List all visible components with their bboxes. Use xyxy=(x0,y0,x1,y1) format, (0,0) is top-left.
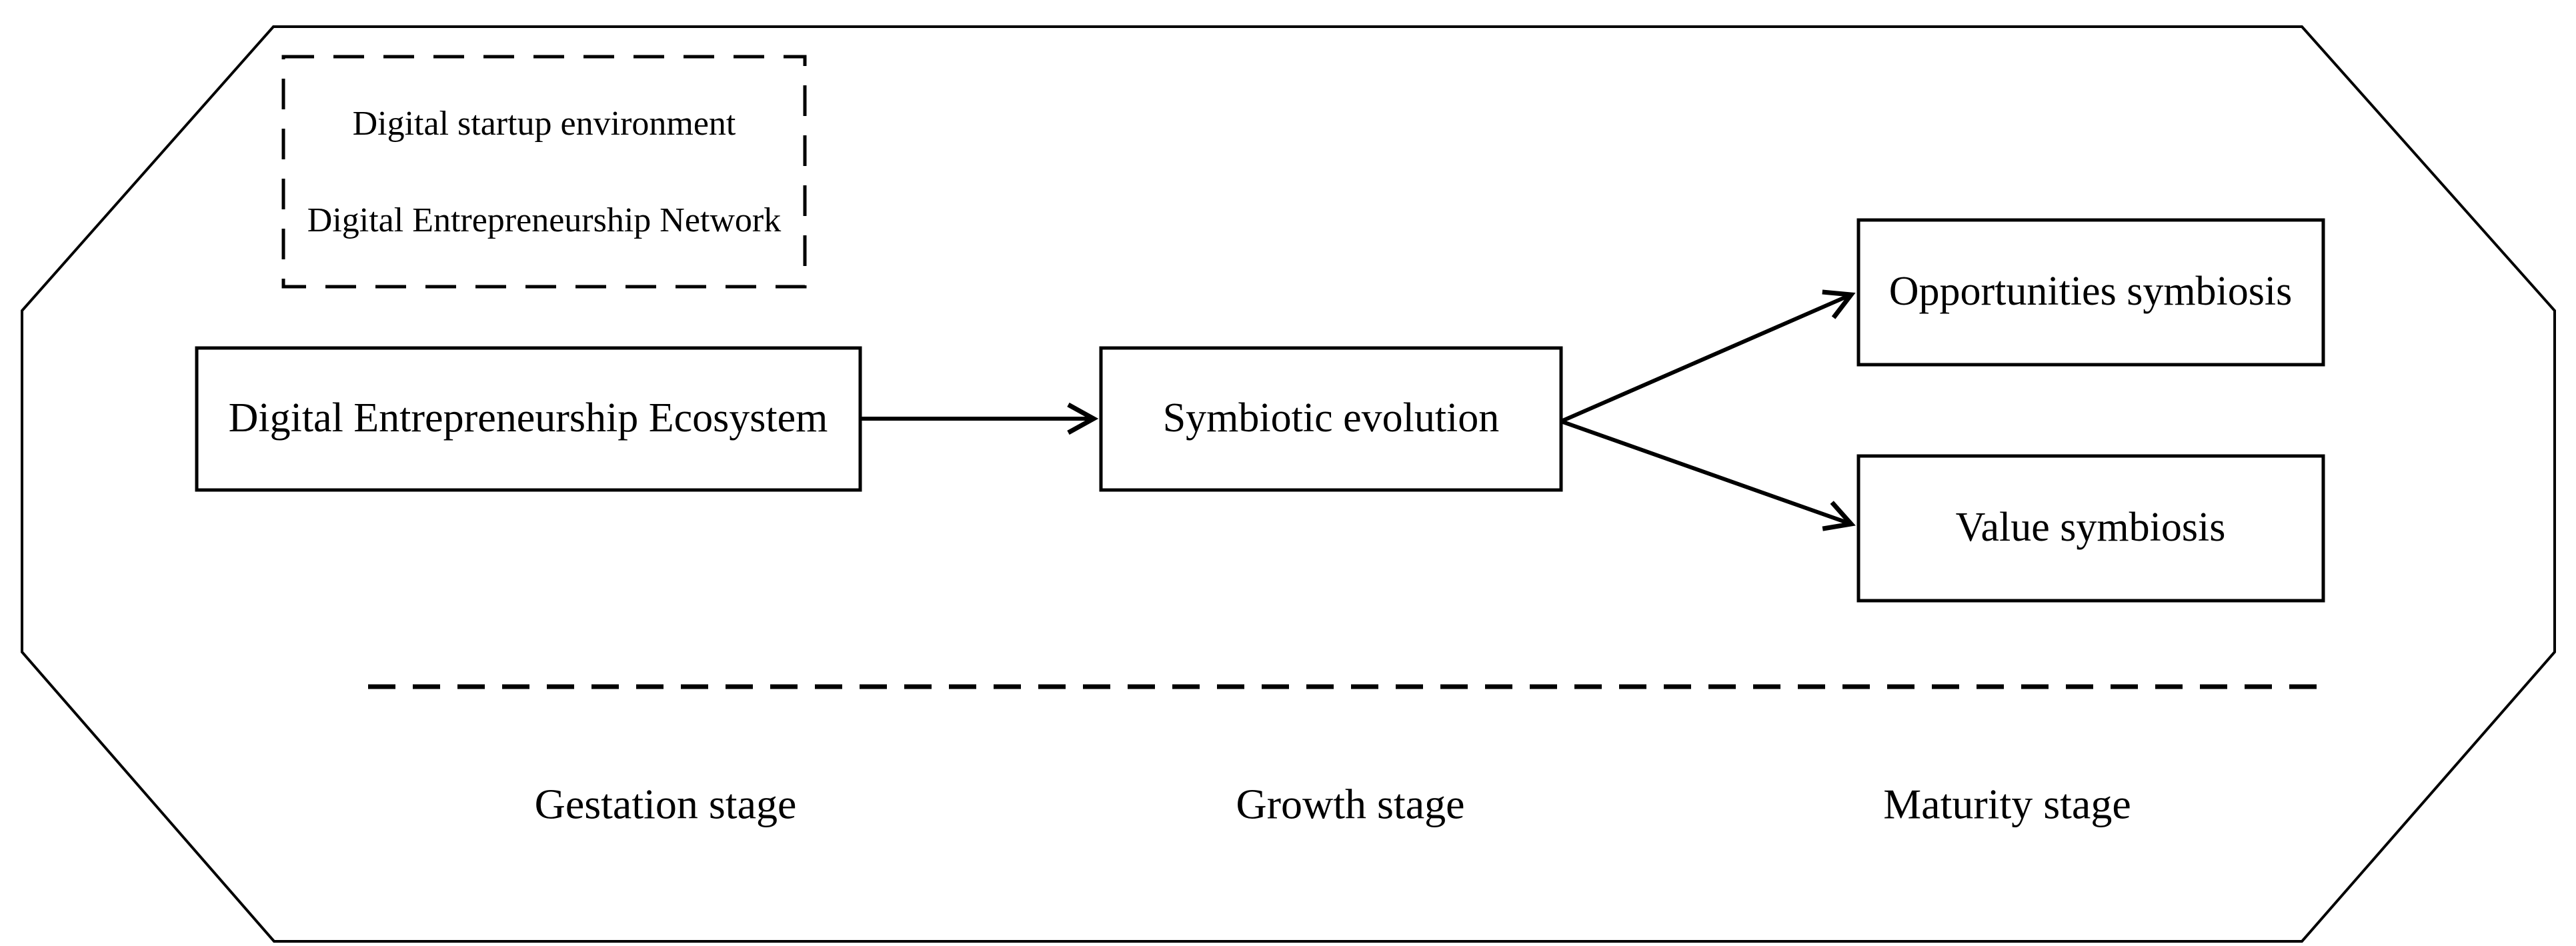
environment-label-network: Digital Entrepreneurship Network xyxy=(307,201,781,239)
node-opportunities-label: Opportunities symbiosis xyxy=(1889,269,2293,314)
node-symbiotic-box xyxy=(1099,346,1563,492)
node-ecosystem-box xyxy=(195,346,862,492)
node-value-label: Value symbiosis xyxy=(1956,505,2226,550)
stage-label-gestation: Gestation stage xyxy=(535,781,797,828)
node-symbiotic-label: Symbiotic evolution xyxy=(1163,395,1500,441)
arrow-symbiotic-to-opportunities xyxy=(1560,289,1856,423)
environment-dashed-box xyxy=(281,55,807,289)
node-value-box xyxy=(1856,454,2325,603)
stage-label-growth: Growth stage xyxy=(1236,781,1464,828)
node-ecosystem-label: Digital Entrepreneurship Ecosystem xyxy=(229,395,828,441)
node-opportunities-box xyxy=(1856,218,2325,367)
environment-label-startup: Digital startup environment xyxy=(353,105,736,143)
stage-label-maturity: Maturity stage xyxy=(1883,781,2131,828)
arrow-symbiotic-to-value xyxy=(1560,419,1856,531)
